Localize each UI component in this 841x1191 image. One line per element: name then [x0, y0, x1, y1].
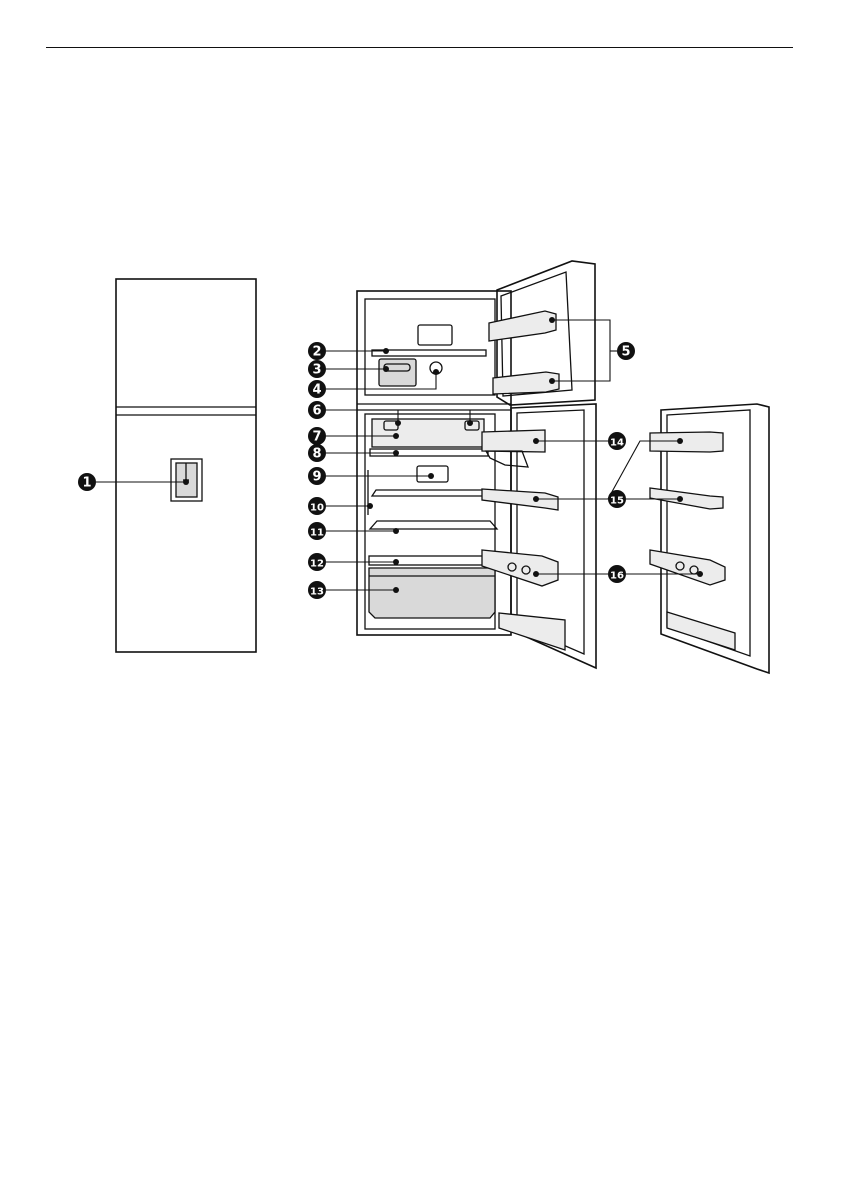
callout-2: 2 [308, 342, 326, 360]
door-bin-top [650, 432, 723, 452]
closed-refrigerator [116, 279, 256, 652]
standalone-door [650, 404, 769, 673]
callout-6: 6 [308, 401, 326, 419]
ice-tray [379, 359, 416, 386]
callout-9: 9 [308, 467, 326, 485]
door-bin-bottom [667, 612, 735, 650]
door-bin-bottom [499, 613, 565, 650]
svg-text:8: 8 [312, 447, 321, 462]
fridge-shelf-middle [372, 490, 495, 496]
callout-12: 12 [308, 553, 326, 571]
callout-8: 8 [308, 444, 326, 462]
callout-16: 16 [608, 565, 626, 583]
callout-11: 11 [308, 522, 326, 540]
open-refrigerator [357, 261, 596, 668]
callout-5: 5 [617, 342, 635, 360]
svg-text:2: 2 [312, 345, 321, 360]
freezer-vent [418, 325, 452, 345]
water-tank [486, 451, 528, 467]
callout-10: 10 [308, 497, 326, 515]
svg-text:3: 3 [312, 363, 321, 378]
svg-text:15: 15 [610, 496, 624, 507]
svg-text:5: 5 [621, 345, 630, 360]
callout-3: 3 [308, 360, 326, 378]
callout-7: 7 [308, 427, 326, 445]
callout-1: 1 [78, 473, 96, 491]
callout-4: 4 [308, 380, 326, 398]
fridge-shelf-lower [370, 521, 497, 529]
callout-13: 13 [308, 581, 326, 599]
svg-text:13: 13 [310, 587, 324, 598]
svg-text:1: 1 [82, 476, 91, 491]
callout-14: 14 [608, 432, 626, 450]
vegetable-cover [369, 556, 492, 565]
svg-text:12: 12 [310, 559, 324, 570]
svg-text:4: 4 [312, 383, 321, 398]
svg-text:7: 7 [312, 430, 321, 445]
callout-15: 15 [608, 490, 626, 508]
svg-text:10: 10 [310, 503, 324, 514]
svg-text:14: 14 [610, 438, 624, 449]
freezer-shelf [372, 350, 486, 356]
svg-text:9: 9 [312, 470, 321, 485]
svg-text:11: 11 [310, 528, 324, 539]
svg-text:6: 6 [312, 404, 321, 419]
freezer-door-bin-upper [489, 311, 556, 341]
svg-text:16: 16 [610, 571, 624, 582]
